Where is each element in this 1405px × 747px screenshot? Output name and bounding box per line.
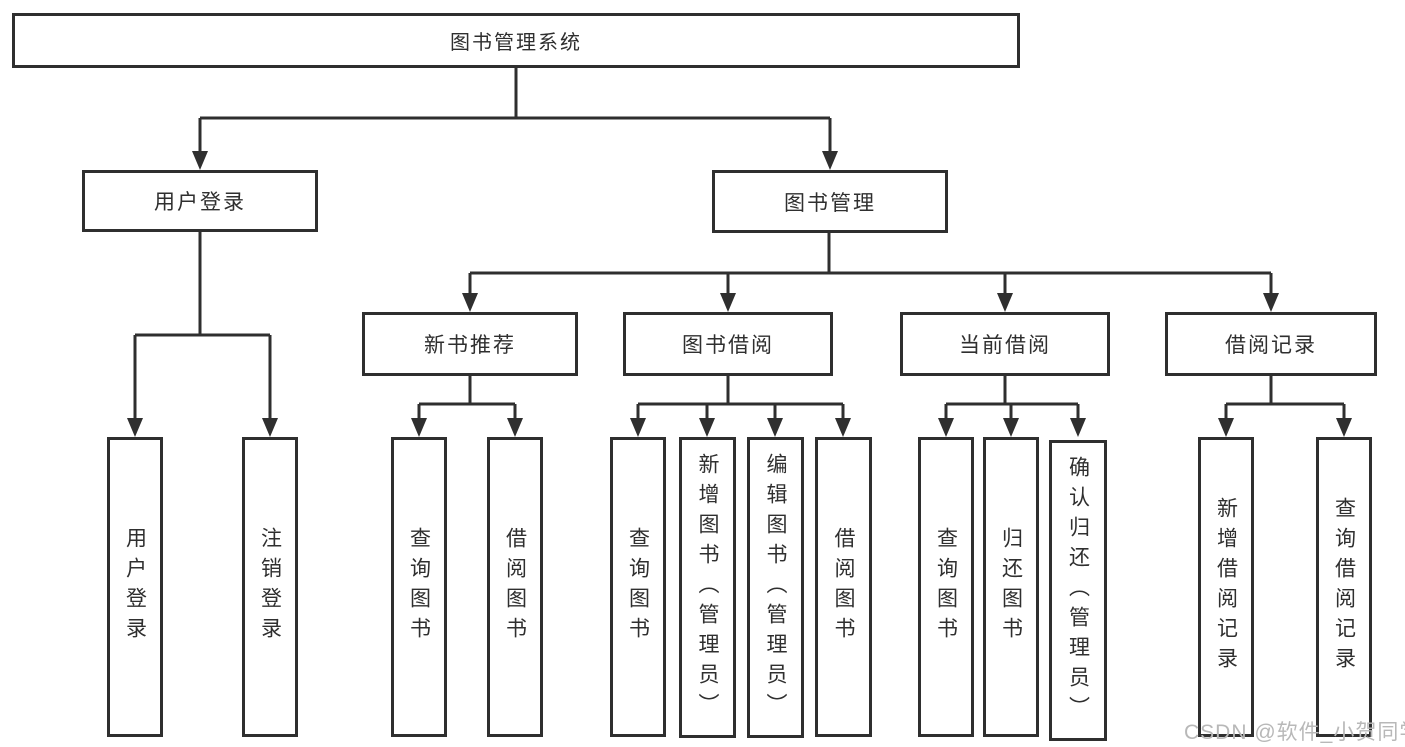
- leaf-borrow-add-admin: 新增图书（管理员）: [679, 437, 736, 738]
- leaf-record-query: 查询借阅记录: [1316, 437, 1372, 737]
- arrow-down-icon: [822, 151, 838, 170]
- edge-book-borrow-to-children: [630, 376, 851, 437]
- edge-user-login-to-children: [127, 232, 278, 437]
- arrow-down-icon: [1003, 418, 1019, 437]
- arrow-down-icon: [630, 418, 646, 437]
- node-borrow-record: 借阅记录: [1165, 312, 1377, 376]
- leaf-borrow-book: 借阅图书: [815, 437, 872, 737]
- node-book-management: 图书管理: [712, 170, 948, 233]
- leaf-current-confirm-admin: 确认归还（管理员）: [1049, 440, 1107, 741]
- leaf-newbook-query: 查询图书: [391, 437, 447, 737]
- node-current-borrow: 当前借阅: [900, 312, 1110, 376]
- node-root: 图书管理系统: [12, 13, 1020, 68]
- leaf-borrow-edit-admin: 编辑图书（管理员）: [747, 437, 804, 738]
- arrow-down-icon: [127, 418, 143, 437]
- leaf-user-login: 用户登录: [107, 437, 163, 737]
- leaf-record-add: 新增借阅记录: [1198, 437, 1254, 737]
- arrow-down-icon: [938, 418, 954, 437]
- arrow-down-icon: [192, 151, 208, 170]
- arrow-down-icon: [507, 418, 523, 437]
- arrow-down-icon: [720, 293, 736, 312]
- arrow-down-icon: [699, 418, 715, 437]
- arrow-down-icon: [1070, 418, 1086, 437]
- edge-root-to-level2: [192, 68, 838, 170]
- node-book-borrow: 图书借阅: [623, 312, 833, 376]
- edge-borrow-record-to-children: [1218, 376, 1352, 437]
- node-new-book-recommend: 新书推荐: [362, 312, 578, 376]
- csdn-watermark: CSDN @软件_小贺同学: [1184, 721, 1405, 744]
- edge-current-borrow-to-children: [938, 376, 1086, 437]
- leaf-newbook-borrow: 借阅图书: [487, 437, 543, 737]
- leaf-current-query: 查询图书: [918, 437, 974, 737]
- edge-book-management-to-level3: [462, 233, 1279, 312]
- arrow-down-icon: [997, 293, 1013, 312]
- arrow-down-icon: [262, 418, 278, 437]
- arrow-down-icon: [462, 293, 478, 312]
- arrow-down-icon: [1218, 418, 1234, 437]
- leaf-current-return: 归还图书: [983, 437, 1039, 737]
- arrow-down-icon: [1336, 418, 1352, 437]
- leaf-borrow-query: 查询图书: [610, 437, 666, 737]
- arrow-down-icon: [767, 418, 783, 437]
- node-user-login: 用户登录: [82, 170, 318, 232]
- leaf-logout: 注销登录: [242, 437, 298, 737]
- arrow-down-icon: [1263, 293, 1279, 312]
- arrow-down-icon: [411, 418, 427, 437]
- arrow-down-icon: [835, 418, 851, 437]
- edge-new-book-to-children: [411, 376, 523, 437]
